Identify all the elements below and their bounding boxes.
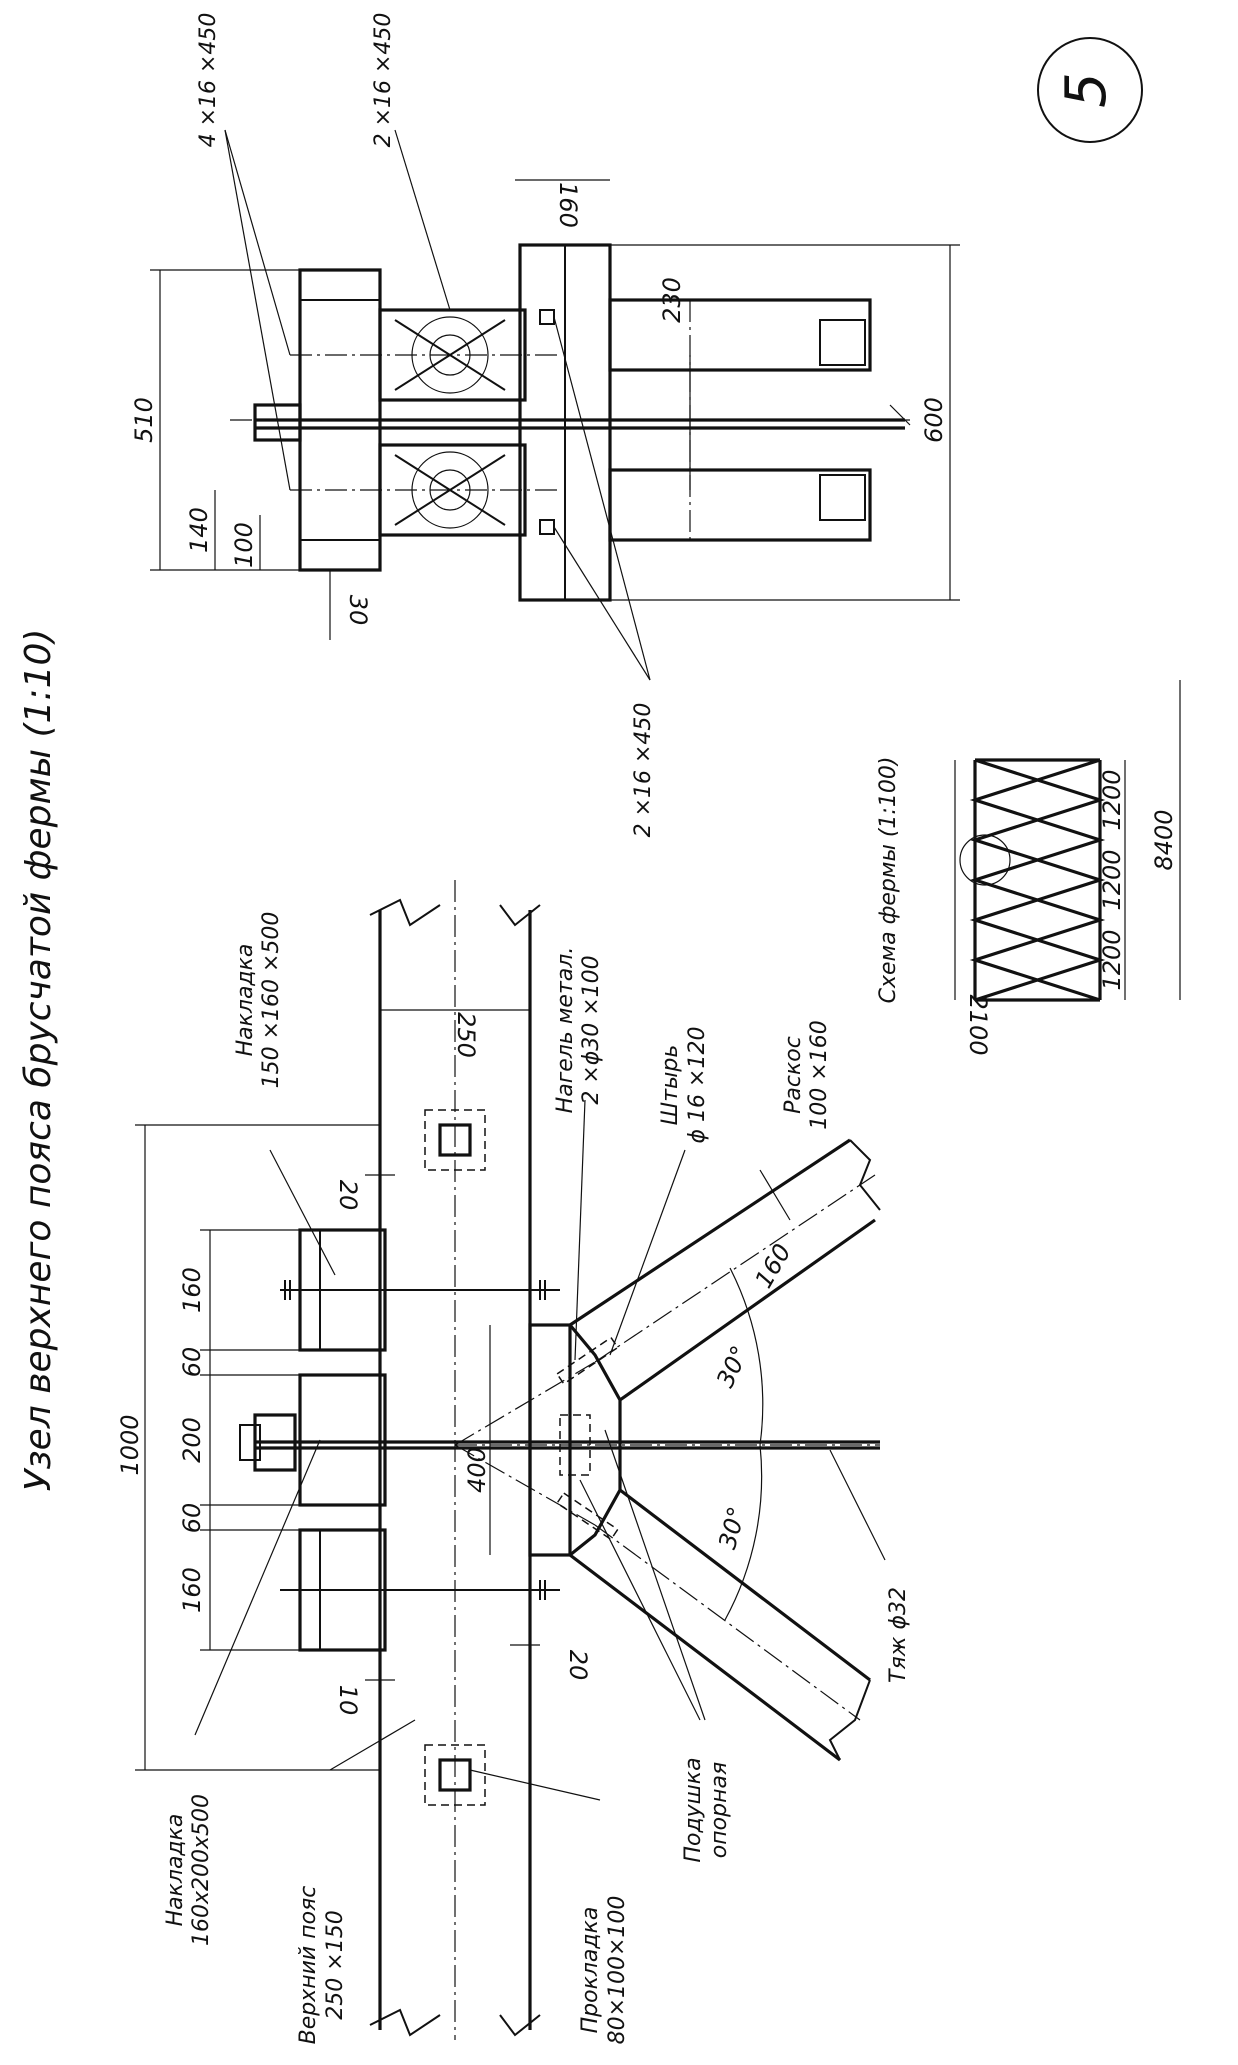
label-bolt-c: 2 ×16 ×450 xyxy=(631,703,656,838)
dim-10: 10 xyxy=(334,1685,362,1716)
dim-600: 600 xyxy=(920,397,948,443)
dim-250: 250 xyxy=(452,1012,480,1058)
scheme-title: Схема фермы (1:100) xyxy=(876,757,901,1004)
label-gasket-size: 80×100×100 xyxy=(605,1896,630,2045)
label-tie: Тяж ϕ32 xyxy=(886,1587,911,1683)
drawing-title: Узел верхнего пояса брусчатой фермы (1:1… xyxy=(18,629,59,1492)
front-view-labels: Накладка 150 ×160 ×500 Накладка 160x200x… xyxy=(163,912,911,2045)
dim-140: 140 xyxy=(185,507,213,553)
dim-1200-b: 1200 xyxy=(1098,849,1126,910)
label-overlay-big-name: Накладка xyxy=(233,944,258,1057)
label-bolt-a: 4 ×16 ×450 xyxy=(196,13,221,148)
dim-510: 510 xyxy=(130,397,158,443)
dim-20-a: 20 xyxy=(334,1180,362,1211)
sheet-number-badge: 5 xyxy=(1037,37,1143,143)
dim-160-c: 160 xyxy=(749,1239,796,1293)
label-dowel-name: Нагель метал. xyxy=(553,947,578,1114)
dim-30deg-b: 30° xyxy=(713,1504,751,1552)
dim-1200-c: 1200 xyxy=(1098,929,1126,990)
dim-400: 400 xyxy=(463,1447,491,1493)
label-overlay-small-size: 160x200x500 xyxy=(189,1794,214,1946)
label-gasket-name: Прокладка xyxy=(578,1907,603,2034)
label-brace-size: 100 ×160 xyxy=(807,1020,832,1129)
dim-230: 230 xyxy=(658,277,686,323)
truss-scheme: Схема фермы (1:100) 2100 1200 1200 1200 … xyxy=(876,680,1181,1056)
dim-60-a: 60 xyxy=(178,1347,206,1378)
label-upper-belt-name: Верхний пояс xyxy=(296,1886,321,2045)
dim-8400: 8400 xyxy=(1150,809,1178,870)
dim-1000: 1000 xyxy=(116,1414,144,1475)
front-view: 1000 160 60 200 60 160 20 10 20 400 250 … xyxy=(116,880,886,2040)
label-pillow-name: Подушка xyxy=(681,1757,706,1862)
label-overlay-big-size: 150 ×160 ×500 xyxy=(259,912,284,1089)
dim-2100: 2100 xyxy=(964,994,992,1055)
label-upper-belt-size: 250 ×150 xyxy=(323,1910,348,2019)
dim-200: 200 xyxy=(178,1417,206,1463)
dim-30deg-a: 30° xyxy=(711,1341,754,1391)
dim-160-b: 160 xyxy=(178,1567,206,1613)
dim-30: 30 xyxy=(344,595,372,626)
sheet-number: 5 xyxy=(1054,72,1119,108)
label-pin-size: ϕ 16 ×120 xyxy=(685,1027,710,1144)
dim-100: 100 xyxy=(230,522,258,568)
label-overlay-small-name: Накладка xyxy=(163,1814,188,1927)
label-bolt-b: 2 ×16 ×450 xyxy=(371,13,396,148)
dim-160-s: 160 xyxy=(554,182,582,228)
label-pin-name: Штырь xyxy=(658,1045,683,1126)
dim-20-b: 20 xyxy=(564,1650,592,1681)
dim-1200-a: 1200 xyxy=(1098,769,1126,830)
dim-160-a: 160 xyxy=(178,1267,206,1313)
label-dowel-size: 2 ×ϕ30 ×100 xyxy=(579,955,604,1104)
label-brace-name: Раскос xyxy=(781,1036,806,1114)
side-section: 510 140 100 30 160 230 600 4 ×16 ×450 2 … xyxy=(130,13,960,838)
dim-60-b: 60 xyxy=(178,1503,206,1534)
label-pillow-kind: опорная xyxy=(707,1762,732,1858)
